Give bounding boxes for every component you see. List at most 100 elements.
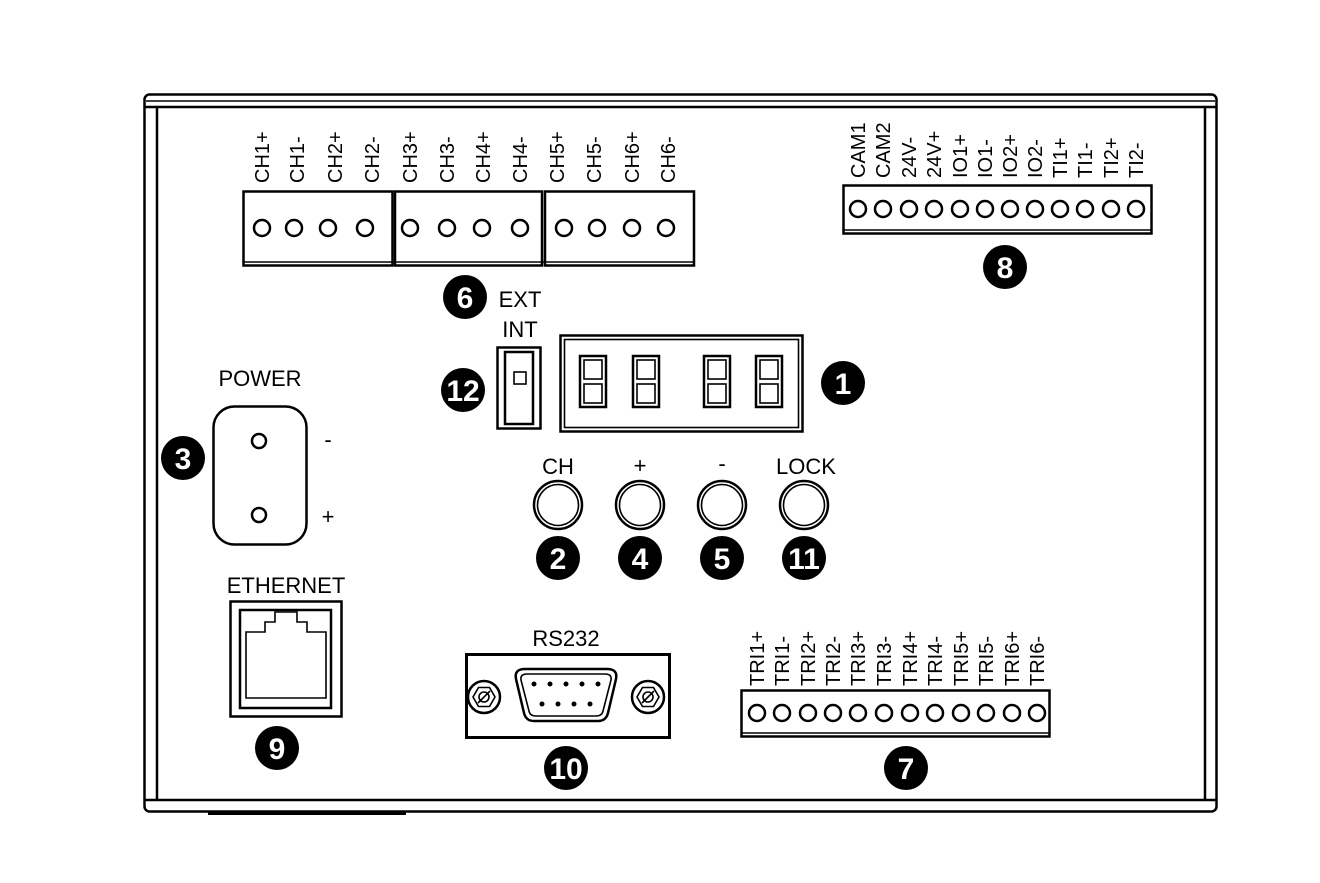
ti2-plus-label: TI2+ <box>1101 137 1123 178</box>
enclosure-outer-frame <box>143 93 1218 813</box>
tri5-plus-label: TRI5+ <box>951 631 973 686</box>
channel-terminal-section-1 <box>242 190 394 267</box>
ch1-plus-label: CH1+ <box>252 131 274 183</box>
terminal-pin <box>950 199 970 219</box>
mode-switch-slot <box>503 350 535 426</box>
terminal-pin <box>848 199 868 219</box>
power-connector-housing <box>212 405 308 546</box>
terminal-pin <box>554 218 574 238</box>
plus-button-label: + <box>634 453 647 478</box>
db9-pin <box>539 701 545 707</box>
screw-core <box>642 691 654 703</box>
channel-terminal-section-3 <box>543 190 696 267</box>
channel-terminal-block <box>242 190 696 267</box>
terminal-pin <box>1101 199 1121 219</box>
lock-button-label: LOCK <box>776 454 836 479</box>
callout-badge-4: 4 <box>618 536 662 580</box>
badge-circle <box>161 436 205 480</box>
badge-number: 10 <box>549 753 582 786</box>
ethernet-port-outer <box>229 600 343 718</box>
tri2-minus-label: TRI2- <box>823 636 845 686</box>
badge-number: 7 <box>898 753 915 786</box>
mode-switch <box>496 346 542 430</box>
display-digit-3 <box>702 354 732 409</box>
ch-button-label: CH <box>542 454 574 479</box>
ti1-plus-label: TI1+ <box>1050 137 1072 178</box>
button-outer-ring <box>614 479 666 531</box>
digit-outline <box>578 354 608 409</box>
terminal-pin <box>976 703 996 723</box>
display-digit-4 <box>754 354 784 409</box>
callout-badge-2: 2 <box>536 536 580 580</box>
terminal-pin <box>1075 199 1095 219</box>
db9-pin <box>531 681 537 687</box>
digit-lower-segment <box>583 383 603 404</box>
badge-number: 1 <box>835 368 852 401</box>
io-terminal-housing <box>842 184 1153 235</box>
power-minus-label: - <box>324 427 331 452</box>
badge-number: 9 <box>269 733 286 766</box>
callout-badge-10: 10 <box>544 746 588 790</box>
ch4-minus-label: CH4- <box>510 136 532 183</box>
button-inner-ring <box>782 483 826 527</box>
terminal-pin <box>924 199 944 219</box>
trigger-terminal-housing <box>740 689 1051 738</box>
badge-circle <box>821 361 865 405</box>
digit-outline <box>631 354 661 409</box>
digit-outline <box>702 354 732 409</box>
button-outer-ring <box>532 479 584 531</box>
badge-circle <box>782 536 826 580</box>
digit-outline <box>754 354 784 409</box>
terminal-pin <box>510 218 530 238</box>
screw-hex-nut <box>472 686 496 708</box>
badge-circle <box>700 536 744 580</box>
terminal-pin <box>1126 199 1146 219</box>
terminal-pin <box>925 703 945 723</box>
terminal-pin <box>873 199 893 219</box>
terminal-pin <box>900 703 920 723</box>
tri3-plus-label: TRI3+ <box>848 631 870 686</box>
terminal-pin <box>252 218 272 238</box>
display-frame-inner <box>563 338 800 429</box>
db9-shell-outer <box>514 667 618 723</box>
minus-button <box>696 479 748 531</box>
trigger-terminal-labels: TRI1+ TRI1- TRI2+ TRI2- TRI3+ TRI3- TRI4… <box>747 631 1049 686</box>
db9-pin <box>587 701 593 707</box>
tri4-minus-label: TRI4- <box>925 636 947 686</box>
screw-hex-nut <box>636 686 660 708</box>
mode-switch-housing <box>496 346 542 430</box>
cam2-label: CAM2 <box>873 122 895 178</box>
terminal-pin <box>772 703 792 723</box>
ext-label: EXT <box>499 287 542 312</box>
terminal-pin <box>874 703 894 723</box>
ch4-plus-label: CH4+ <box>473 131 495 183</box>
io1-plus-label: IO1+ <box>950 134 972 178</box>
terminal-pin <box>472 218 492 238</box>
ti2-minus-label: TI2- <box>1126 142 1148 178</box>
ch6-minus-label: CH6- <box>658 136 680 183</box>
callout-badge-12: 12 <box>441 368 485 412</box>
db9-pin <box>563 681 569 687</box>
terminal-pin <box>899 199 919 219</box>
screw-core <box>478 691 490 703</box>
badge-circle <box>544 746 588 790</box>
badge-circle <box>884 746 928 790</box>
terminal-pin <box>823 703 843 723</box>
button-outer-ring <box>778 479 830 531</box>
badge-number: 5 <box>714 543 731 576</box>
terminal-pin <box>355 218 375 238</box>
io2-minus-label: IO2- <box>1025 139 1047 178</box>
display-digit-2 <box>631 354 661 409</box>
rs232-label: RS232 <box>532 626 599 651</box>
screw-slot <box>477 690 491 704</box>
ch5-minus-label: CH5- <box>584 136 606 183</box>
terminal-pin <box>437 218 457 238</box>
tri2-plus-label: TRI2+ <box>798 631 820 686</box>
plus-button <box>614 479 666 531</box>
badge-number: 3 <box>175 443 192 476</box>
db9-pin <box>555 701 561 707</box>
terminal-pin <box>1027 703 1047 723</box>
seven-segment-display <box>559 334 804 433</box>
channel-terminal-section-2 <box>393 190 544 267</box>
ch-button <box>532 479 584 531</box>
